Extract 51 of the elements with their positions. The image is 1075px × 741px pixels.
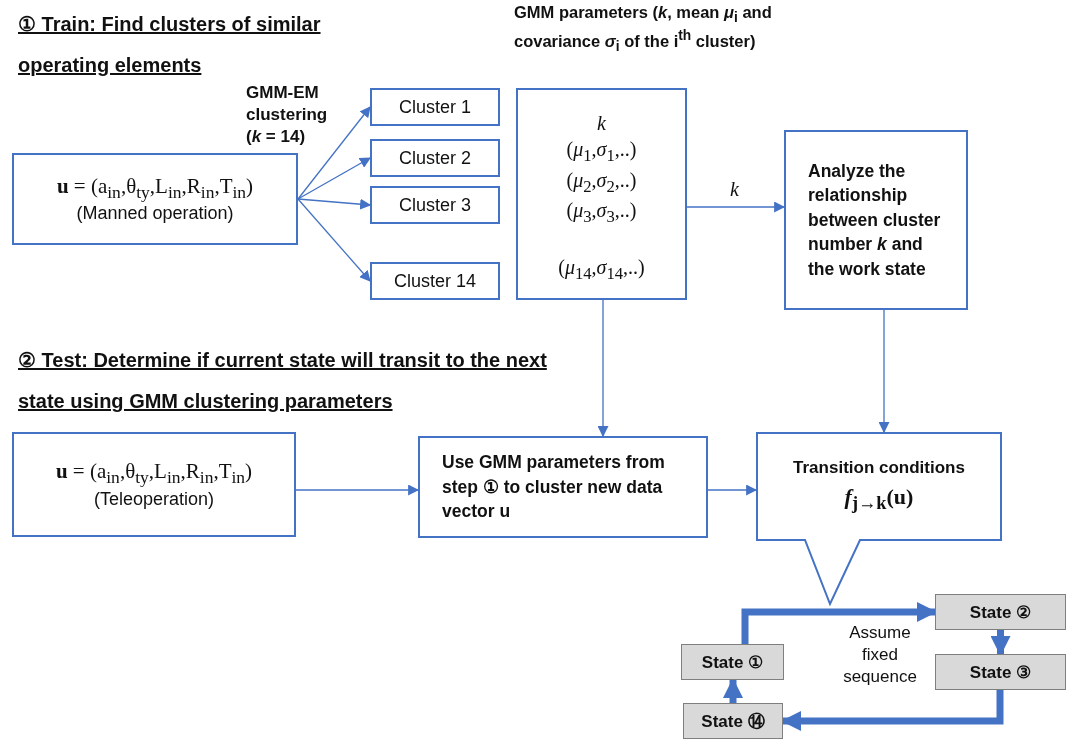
node-text: Cluster 2 [399,147,471,169]
formula: (μ$_{1}$,σ$_{1}$,..) [566,137,637,167]
node-text: (Teleoperation) [93,488,215,510]
node-text: Analyze the relationship between cluster number k and the work state [808,159,942,281]
state-box [935,654,1066,690]
input-box [12,432,296,537]
note-text: Assume fixed sequence [842,622,918,689]
state-box [683,703,783,739]
flow-arrow [990,630,1011,656]
cluster-box [370,186,500,224]
arrow [297,106,371,200]
formula: (μ$_{2}$,σ$_{2}$,..) [566,167,637,198]
arrow [297,198,372,210]
formula: (μ$_{14}$,σ$_{14}$,..) [558,255,645,285]
node-text: Transition conditions [793,458,965,478]
arrow [597,299,609,438]
arrow [297,157,371,200]
node-text: State ① [701,651,764,673]
cluster-box [370,88,500,126]
node-text: Cluster 3 [399,194,471,216]
input-box [12,153,298,245]
method-label: GMM-EM clustering (k = 14) [246,82,329,149]
node-text: Use GMM parameters from step ① to cluster new data vector u [442,451,666,524]
state-box [681,644,784,680]
section-heading: ② Test: Determine if current state will transit to the next state using GMM clustering parameters [18,348,548,414]
node-text: Cluster 1 [399,96,471,118]
flow-arrow [741,602,937,644]
formula: k [597,111,606,136]
node-text: State ③ [969,661,1032,683]
node-text: State ⑭ [701,710,765,733]
formula: u = (a$_{in}$,θ$_{ty}$,L$_{in}$,R$_{in}$,T$_{in}$) [55,459,253,489]
flow-arrow [723,678,743,703]
process-box [418,436,708,538]
cluster-box [370,262,500,300]
formula: f$_{j→k}$(u) [844,484,914,515]
arrow [297,198,371,282]
section-heading: ① Train: Find clusters of similar operating elements [18,12,322,78]
arrow [878,309,890,434]
arrow [295,484,420,496]
box-heading: GMM parameters (k, mean μ$_{i}$ and covariance σ$_{i}$ of the i$^{th}$ cluster) [514,2,773,56]
node-text: Cluster 14 [393,270,476,292]
node-text: (Manned operation) [76,203,234,225]
arrow [707,484,758,496]
process-box [784,130,968,310]
cluster-box [370,139,500,177]
flow-arrow [781,690,1004,731]
node-text: State ② [969,601,1032,623]
state-box [935,594,1066,630]
formula: u = (a$_{in}$,θ$_{ty}$,L$_{in}$,R$_{in}$,T$_{in}$) [56,173,254,204]
arrow [686,201,786,213]
formula: (μ$_{3}$,σ$_{3}$,..) [566,198,637,228]
